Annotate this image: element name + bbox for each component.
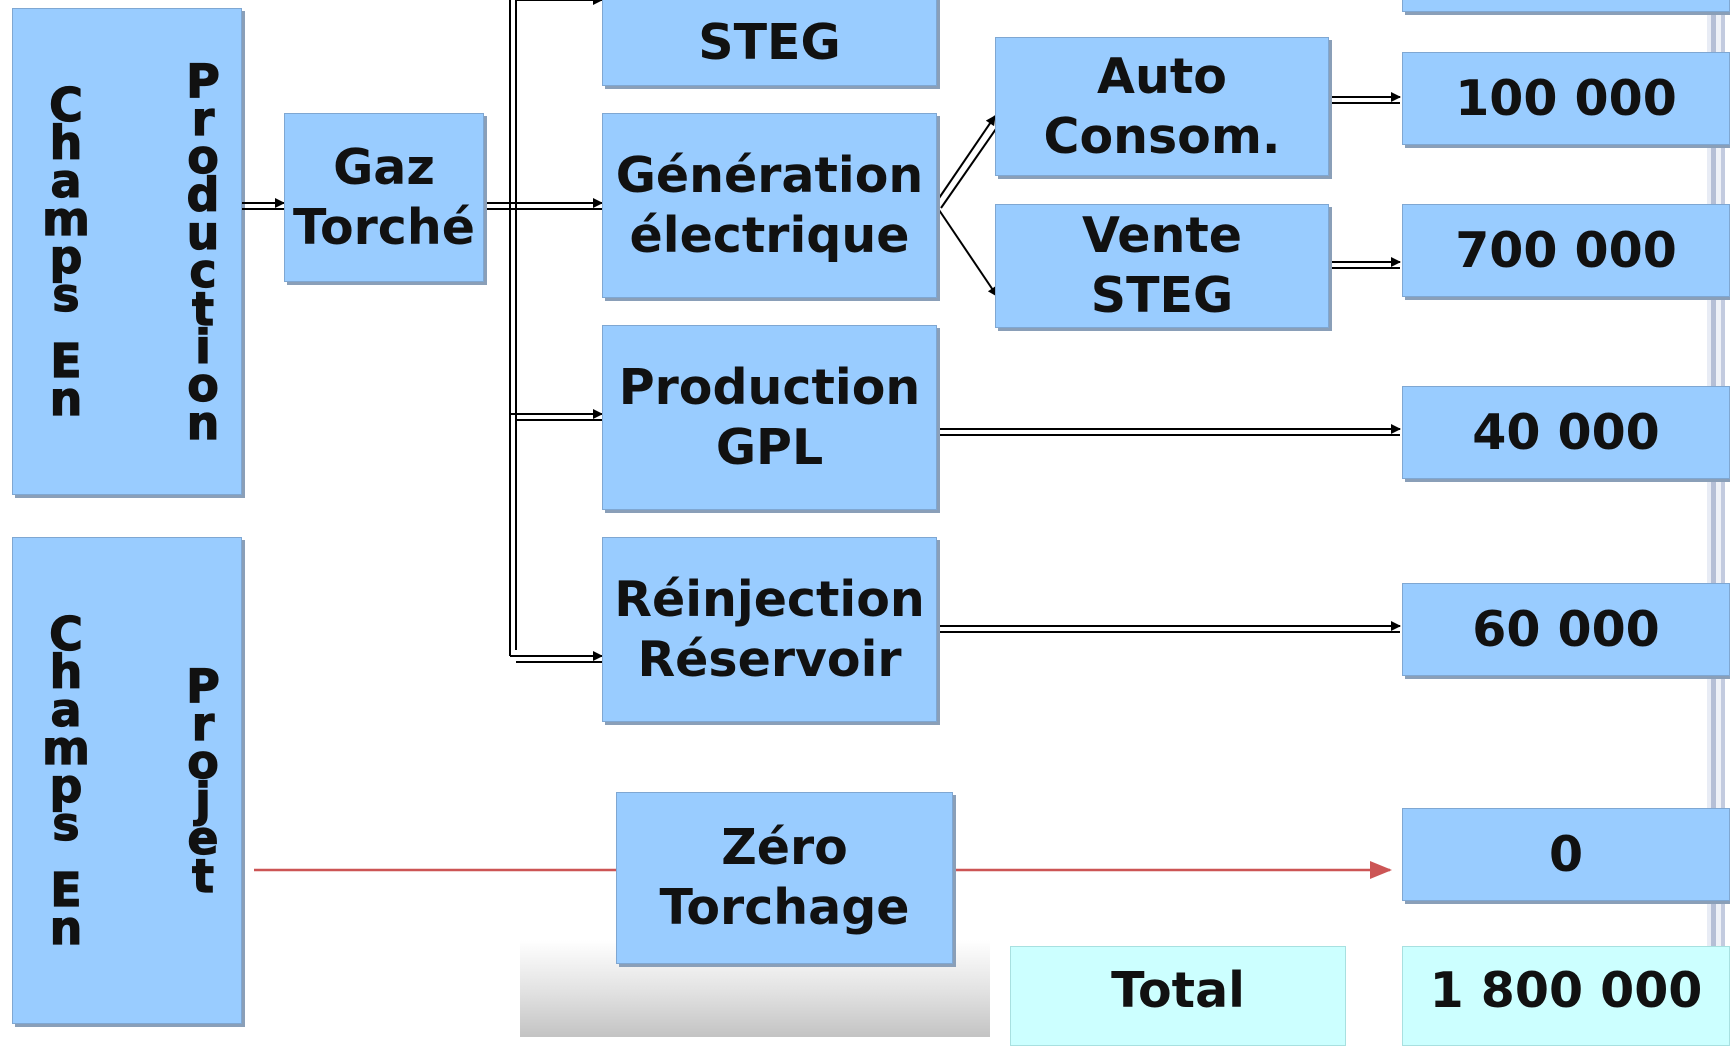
value-steg bbox=[1402, 0, 1730, 12]
value-auto-consom: 100 000 bbox=[1402, 52, 1730, 145]
value-production-gpl: 40 000 bbox=[1402, 386, 1730, 479]
node-zero-torchage: Zéro Torchage bbox=[616, 792, 953, 964]
node-auto-consom: Auto Consom. bbox=[995, 37, 1329, 176]
total-value: 1 800 000 bbox=[1402, 946, 1730, 1046]
node-vente-steg: Vente STEG bbox=[995, 204, 1329, 328]
value-reinjection: 60 000 bbox=[1402, 583, 1730, 676]
total-label: Total bbox=[1010, 946, 1346, 1046]
value-vente-steg: 700 000 bbox=[1402, 204, 1730, 297]
arrow-generation-to-auto bbox=[934, 115, 996, 205]
node-generation-electrique: Génération électrique bbox=[602, 113, 937, 298]
node-reinjection-reservoir: Réinjection Réservoir bbox=[602, 537, 937, 722]
arrow-generation-to-vente bbox=[934, 203, 998, 297]
value-zero-torchage: 0 bbox=[1402, 808, 1730, 901]
node-gaz-torche: Gaz Torché bbox=[284, 113, 484, 282]
node-production-gpl: Production GPL bbox=[602, 325, 937, 510]
node-steg: STEG bbox=[602, 0, 937, 86]
